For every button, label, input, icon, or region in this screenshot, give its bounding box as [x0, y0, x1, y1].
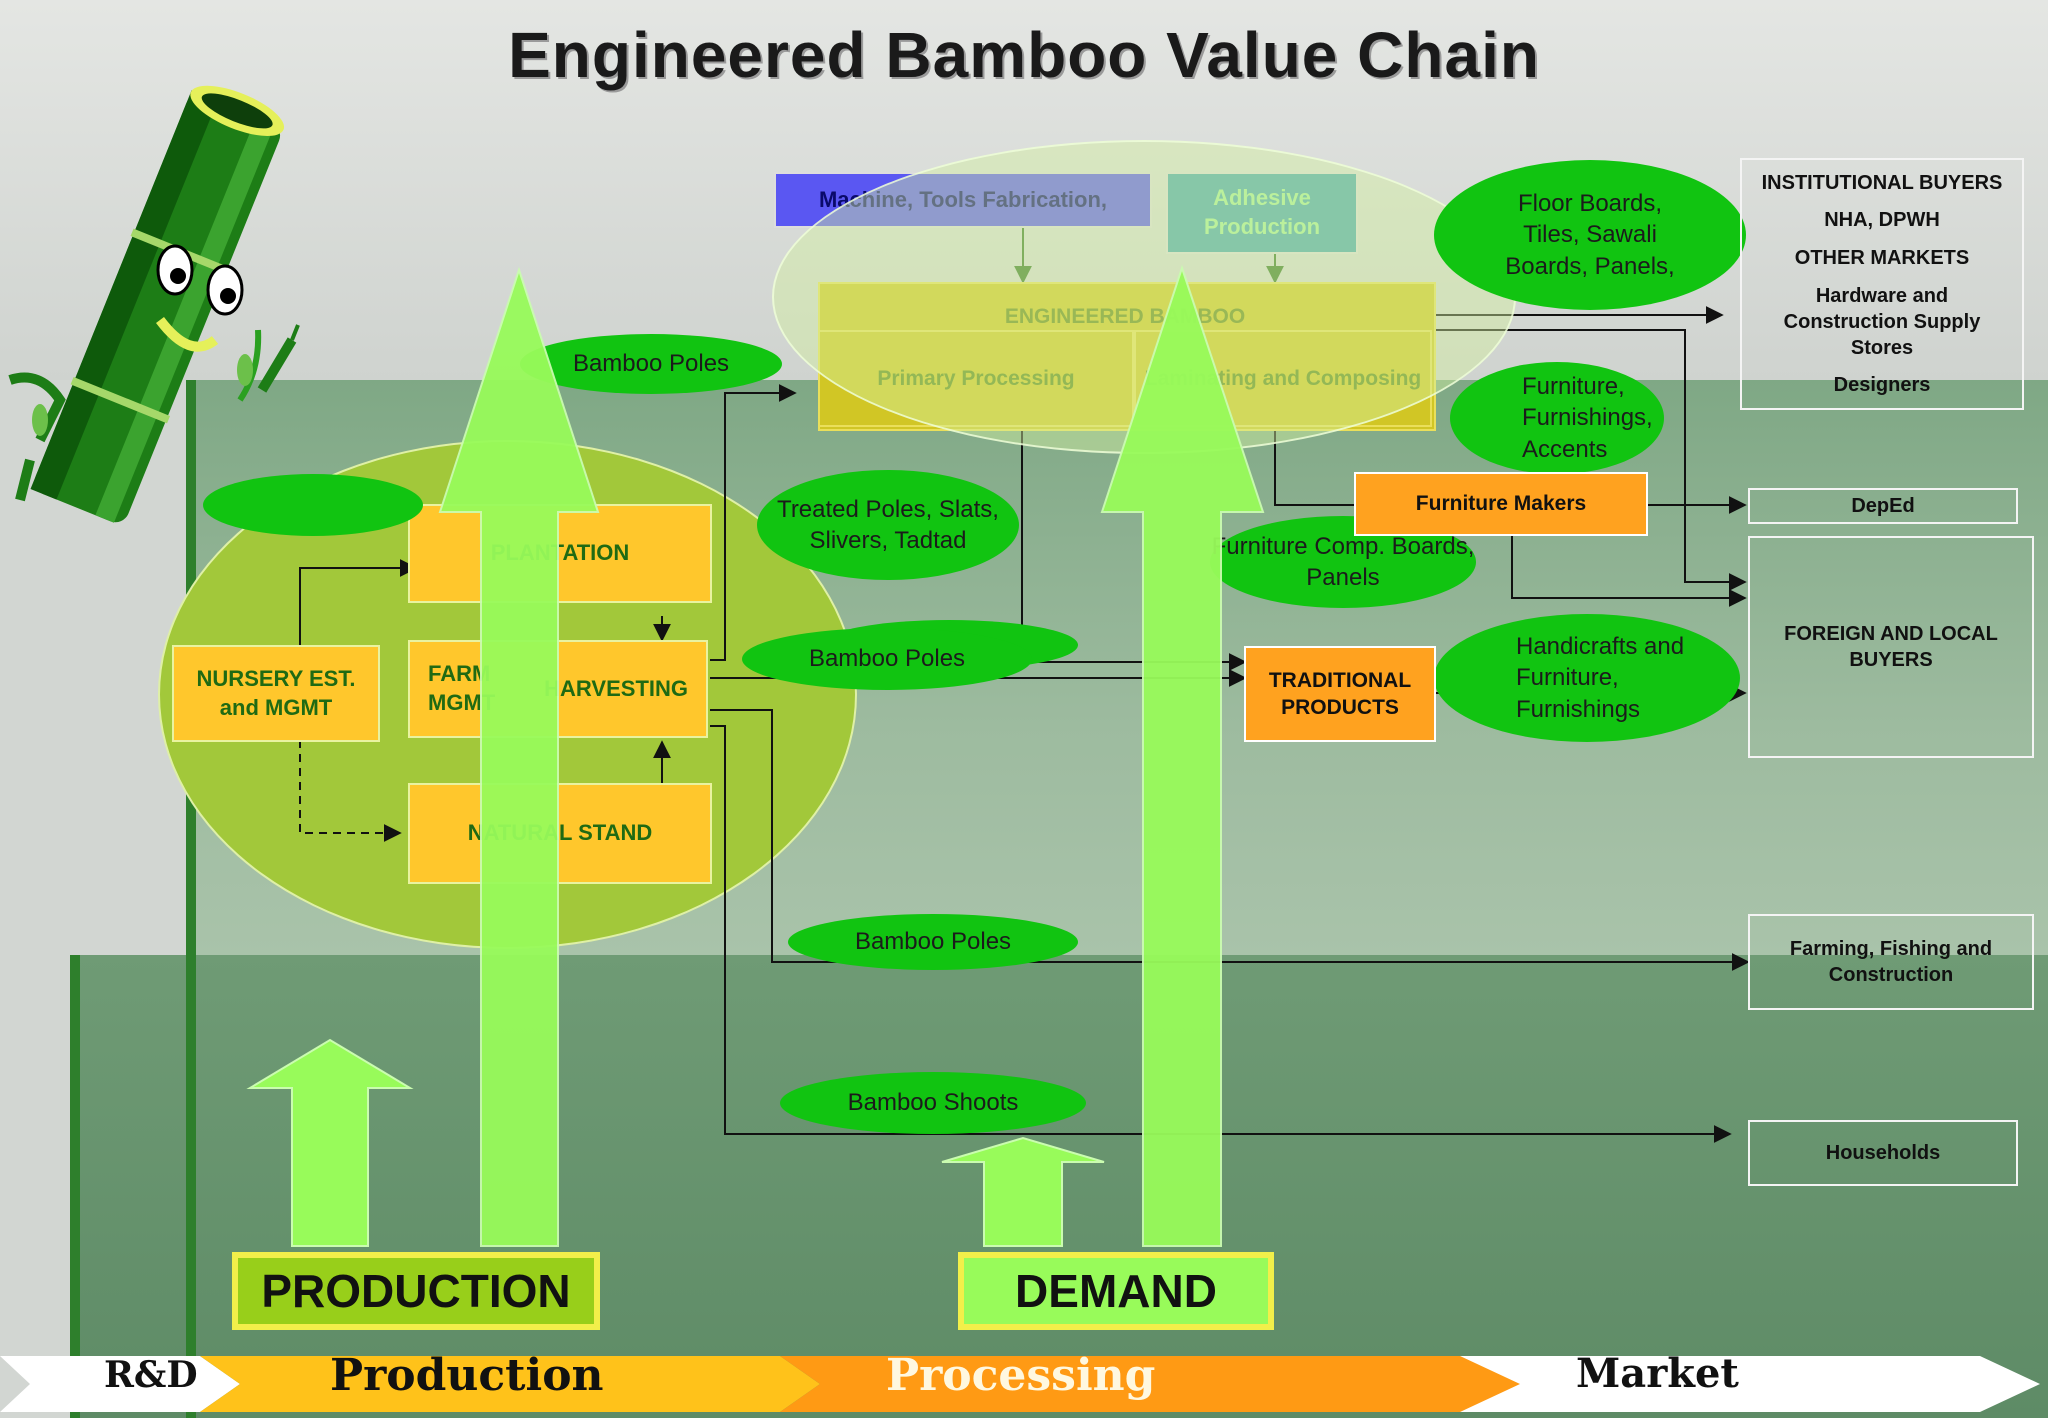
flow-segment-market	[1460, 1356, 2040, 1412]
page-title: Engineered Bamboo Value Chain	[508, 19, 1540, 91]
flow-bar	[0, 1356, 2040, 1412]
furniture-label: Furniture, Furnishings, Accents	[1522, 373, 1653, 463]
harvesting-label: HARVESTING	[544, 675, 688, 701]
furniture-oval: Furniture, Furnishings, Accents	[1450, 362, 1664, 474]
handicrafts-oval: Handicrafts and Furniture, Furnishings	[1434, 614, 1740, 742]
production-tall-arrow	[438, 266, 600, 1247]
panel-left-edge	[186, 380, 196, 1418]
traditional-products-box: TRADITIONAL PRODUCTS	[1244, 646, 1436, 742]
production-label: PRODUCTION	[232, 1252, 600, 1330]
demand-label: DEMAND	[958, 1252, 1274, 1330]
flow-segment-rd	[0, 1356, 240, 1412]
flow-segment-production	[200, 1356, 820, 1412]
handicrafts-label: Handicrafts and Furniture, Furnishings	[1516, 633, 1685, 723]
hardware-label: Hardware and Construction Supply Stores	[1783, 284, 1981, 359]
furniture-comp-oval: Furniture Comp. Boards, Panels	[1210, 516, 1476, 608]
nha-dpwh-label: NHA, DPWH	[1824, 209, 1940, 232]
designers-label: Designers	[1833, 374, 1931, 397]
demand-tall-arrow	[1100, 264, 1265, 1247]
institutional-label: INSTITUTIONAL BUYERS	[1761, 171, 2003, 194]
flow-segment-processing	[780, 1356, 1580, 1412]
flow-label-market: Market	[1576, 1350, 1739, 1397]
bamboo-poles-low-oval: Bamboo Poles	[788, 914, 1078, 970]
production-short-arrow	[246, 1038, 414, 1247]
bamboo-poles-mid-oval: Bamboo Poles	[742, 628, 1032, 690]
cultivars-oval	[203, 474, 423, 536]
nursery-box: NURSERY EST. and MGMT	[172, 645, 380, 742]
other-markets-label: OTHER MARKETS	[1794, 246, 1970, 269]
plantation-box: PLANTATION	[408, 504, 712, 603]
flow-label-production: Production	[330, 1350, 604, 1401]
deped-box: DepEd	[1748, 488, 2018, 524]
flow-label-rd: R&D	[104, 1354, 198, 1396]
floor-boards-oval: Floor Boards, Tiles, Sawali Boards, Pane…	[1434, 160, 1746, 310]
flow-label-processing: Processing	[886, 1350, 1156, 1401]
bamboo-poles-top-oval: Bamboo Poles	[520, 334, 782, 394]
bamboo-shoots-oval: Bamboo Shoots	[780, 1072, 1086, 1134]
panel-lower-edge	[70, 955, 80, 1418]
foreign-local-buyers-box: FOREIGN AND LOCAL BUYERS	[1748, 536, 2034, 758]
institutional-buyers-box: INSTITUTIONAL BUYERS NHA, DPWH OTHER MAR…	[1740, 158, 2024, 410]
bamboo-mascot	[8, 85, 300, 523]
farming-fishing-box: Farming, Fishing and Construction	[1748, 914, 2034, 1010]
furniture-makers-box: Furniture Makers	[1354, 472, 1648, 536]
demand-short-arrow	[941, 1136, 1105, 1247]
treated-poles-oval: Treated Poles, Slats, Slivers, Tadtad	[757, 470, 1019, 580]
households-box: Households	[1748, 1120, 2018, 1186]
